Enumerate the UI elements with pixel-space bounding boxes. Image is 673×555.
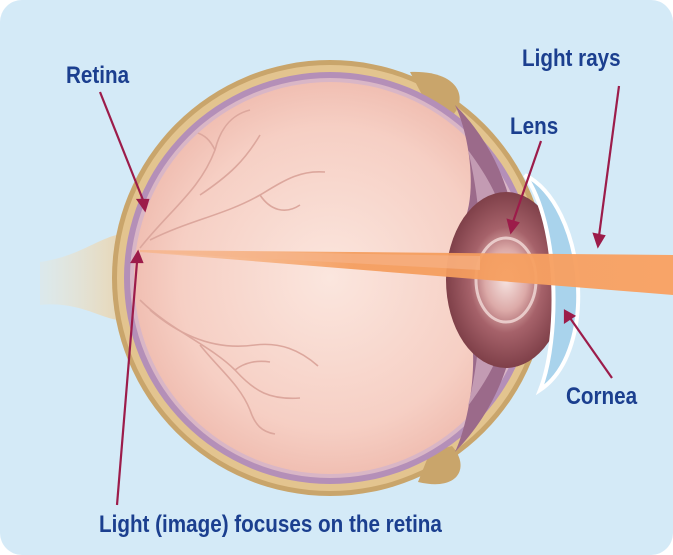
caption-focus: Light (image) focuses on the retina	[99, 511, 442, 539]
label-cornea: Cornea	[566, 383, 637, 411]
label-retina: Retina	[66, 62, 129, 90]
label-lens: Lens	[510, 113, 558, 141]
label-light-rays: Light rays	[522, 45, 621, 73]
